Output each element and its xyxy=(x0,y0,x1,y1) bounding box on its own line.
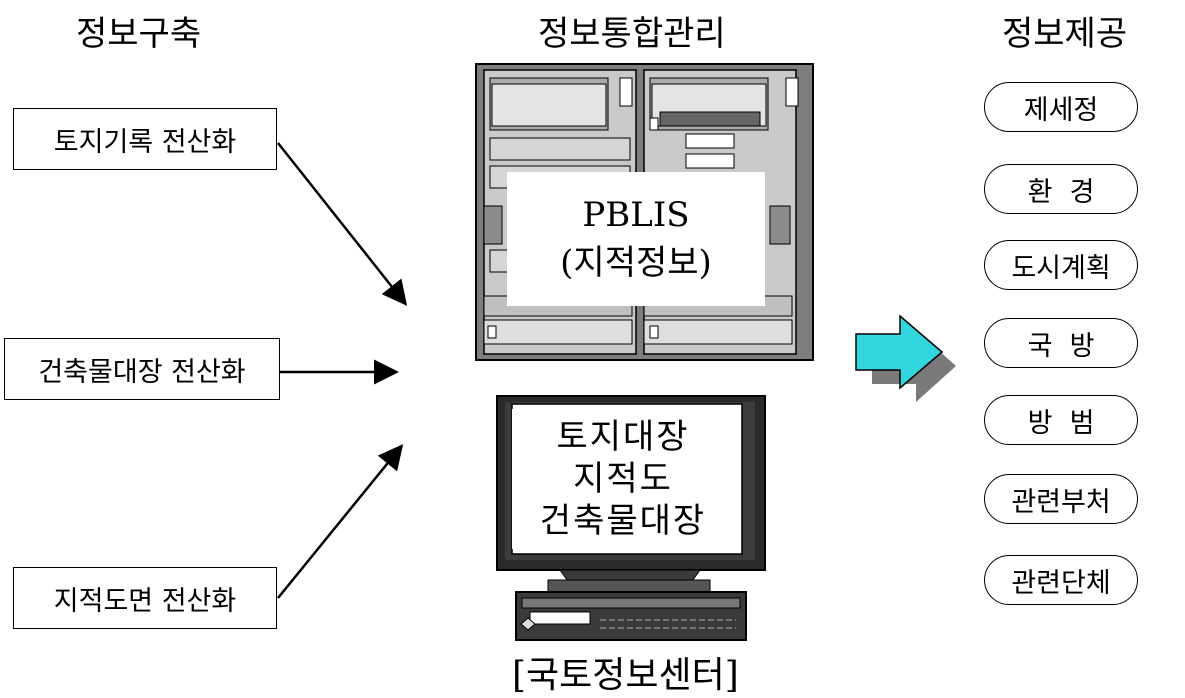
server-label: PBLIS (지적정보) xyxy=(507,172,765,306)
consumer-crime-prevention: 방 범 xyxy=(984,395,1138,445)
consumer-related-organizations: 관련단체 xyxy=(984,555,1138,605)
title-info-provide: 정보제공 xyxy=(1002,14,1128,54)
server-label-name: PBLIS xyxy=(582,195,690,235)
caption-center-name: [국토정보센터] xyxy=(512,655,739,696)
provide-arrow-icon xyxy=(855,314,956,402)
arrow-land-records xyxy=(277,142,408,306)
arrow-cadastral-maps xyxy=(277,444,404,599)
consumer-tax-admin: 제세정 xyxy=(984,82,1138,132)
source-land-records: 토지기록 전산화 xyxy=(13,108,277,170)
title-info-integrate: 정보통합관리 xyxy=(538,14,726,54)
consumer-urban-planning: 도시계획 xyxy=(984,240,1138,290)
terminal-line-2: 지적도 xyxy=(573,459,673,499)
consumer-defense: 국 방 xyxy=(984,318,1138,368)
terminal-line-1: 토지대장 xyxy=(556,417,690,457)
server-label-desc: (지적정보) xyxy=(560,243,712,283)
source-cadastral-maps: 지적도면 전산화 xyxy=(13,567,277,629)
terminal-line-3: 건축물대장 xyxy=(539,501,707,541)
terminal-screen-text: 토지대장 지적도 건축물대장 xyxy=(512,409,734,549)
title-info-build: 정보구축 xyxy=(76,14,202,54)
source-building-register: 건축물대장 전산화 xyxy=(4,338,280,400)
consumer-environment: 환 경 xyxy=(984,164,1138,214)
consumer-related-ministries: 관련부처 xyxy=(984,474,1138,524)
